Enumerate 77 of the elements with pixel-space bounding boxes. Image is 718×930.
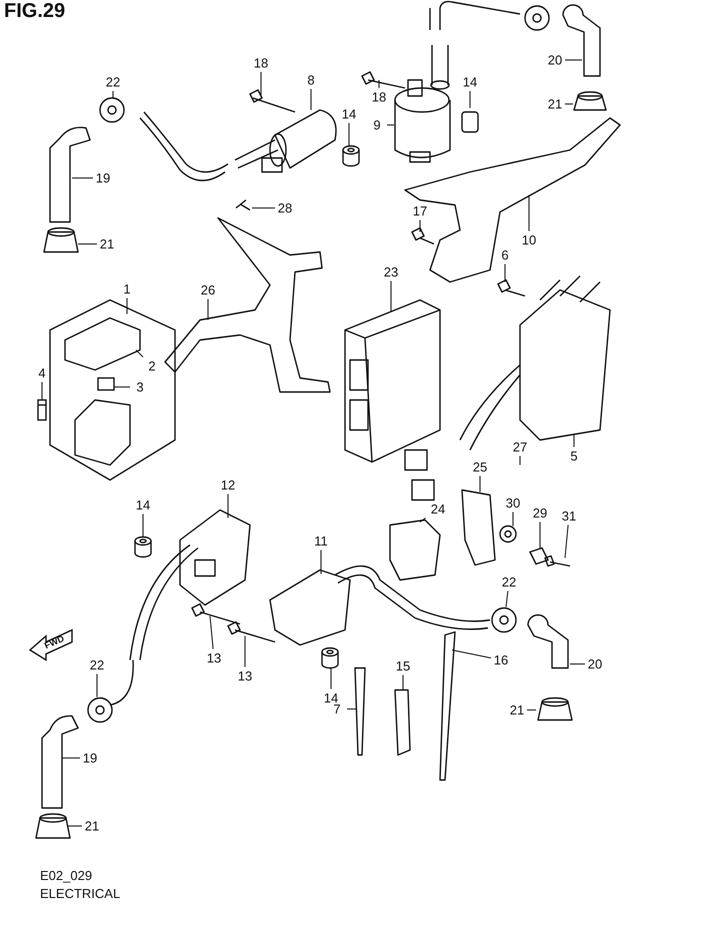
leader-line xyxy=(452,650,492,658)
figure-title: FIG.29 xyxy=(4,0,66,23)
washer-drawing xyxy=(499,525,517,543)
collar-drawing xyxy=(342,145,360,167)
callout-number: 14 xyxy=(136,498,150,512)
leader-line xyxy=(210,616,214,650)
callout-number: 23 xyxy=(384,264,398,280)
callout-number: 25 xyxy=(472,460,488,474)
callout-number: 29 xyxy=(532,506,548,520)
callout-number: 8 xyxy=(307,72,315,88)
bolt-drawing xyxy=(37,399,47,421)
callout-number: 26 xyxy=(200,282,216,298)
leader-line xyxy=(378,80,380,88)
leader-line xyxy=(390,280,392,312)
leader-line xyxy=(528,194,530,232)
leader-line xyxy=(260,72,262,96)
callout-number: 12 xyxy=(220,478,236,492)
collar-drawing xyxy=(134,536,152,558)
leader-line xyxy=(512,512,514,526)
leader-line xyxy=(244,636,246,668)
callout-number: 31 xyxy=(562,508,576,524)
leader-line xyxy=(310,88,312,110)
leader-line xyxy=(346,708,358,710)
callout-number: 14 xyxy=(342,106,356,122)
callout-number: 19 xyxy=(82,750,98,766)
callout-number: 21 xyxy=(100,236,114,252)
callout-number: 21 xyxy=(510,702,524,718)
callout-number: 22 xyxy=(90,658,104,672)
callout-number: 18 xyxy=(372,90,386,104)
fuse-drawing xyxy=(97,377,115,391)
callout-number: 24 xyxy=(430,502,446,516)
callout-number: 27 xyxy=(512,440,528,454)
direction-label: FWD xyxy=(42,633,66,651)
callout-number: 10 xyxy=(522,232,536,248)
leader-line xyxy=(320,550,322,574)
leader-line xyxy=(564,524,569,558)
leader-line xyxy=(506,590,508,608)
leader-line xyxy=(402,674,404,690)
leader-line xyxy=(96,674,98,698)
leader-line xyxy=(114,386,130,388)
callout-number: 22 xyxy=(502,574,516,590)
callout-number: 21 xyxy=(84,818,100,834)
callout-number: 18 xyxy=(254,56,268,70)
callout-number: 30 xyxy=(506,496,520,510)
leader-line xyxy=(348,122,350,146)
leader-line xyxy=(112,90,114,98)
callout-number: 9 xyxy=(373,118,381,132)
leader-line xyxy=(330,668,332,690)
section-name: ELECTRICAL xyxy=(40,886,120,901)
callout-number: 20 xyxy=(588,656,602,672)
callout-number: 14 xyxy=(462,74,478,90)
callout-number: 11 xyxy=(314,534,328,548)
callout-number: 22 xyxy=(106,74,120,90)
callout-number: 2 xyxy=(148,358,156,374)
callout-number: 15 xyxy=(396,658,410,674)
leader-line xyxy=(126,298,128,314)
leader-line xyxy=(386,124,394,126)
leader-line xyxy=(504,264,506,282)
callout-number: 13 xyxy=(238,668,252,684)
callout-number: 17 xyxy=(412,204,428,218)
callout-number: 20 xyxy=(548,52,562,68)
callout-number: 28 xyxy=(278,200,292,216)
callout-number: 5 xyxy=(570,448,578,464)
drawing-code: E02_029 xyxy=(40,868,92,883)
callout-number: 6 xyxy=(501,248,509,262)
callout-number: 1 xyxy=(123,282,131,296)
callout-number: 3 xyxy=(136,380,144,394)
leader-line xyxy=(420,518,426,522)
callout-number: 19 xyxy=(96,170,110,186)
callout-number: 16 xyxy=(494,652,508,668)
callout-number: 21 xyxy=(548,96,562,112)
collar-drawing xyxy=(529,547,549,565)
leader-line xyxy=(142,514,144,538)
callout-number: 13 xyxy=(206,650,222,666)
collar-drawing xyxy=(321,647,339,669)
callout-number: 4 xyxy=(38,366,46,380)
leader-line xyxy=(136,350,144,358)
